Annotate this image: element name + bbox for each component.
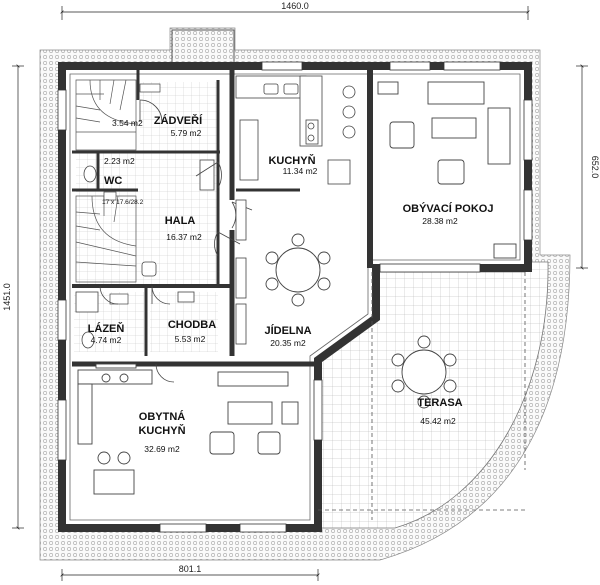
room-name-kuchyn: KUCHYŇ bbox=[268, 154, 315, 167]
dining-table bbox=[265, 233, 331, 307]
room-area-jidelna: 20.35 m2 bbox=[270, 338, 306, 348]
dimension-lines bbox=[12, 6, 588, 581]
living-kitchen-furniture bbox=[77, 363, 299, 495]
partition-columns bbox=[235, 199, 247, 345]
dimension-right: 652.0 bbox=[590, 156, 600, 179]
room-area-wc: 2.23 m2 bbox=[104, 156, 135, 166]
room-name-terasa: TERASA bbox=[417, 397, 462, 409]
room-name-lazen: LÁZEŇ bbox=[88, 322, 125, 335]
room-area-terasa: 45.42 m2 bbox=[420, 416, 456, 426]
bath-toilet bbox=[81, 331, 95, 349]
wc-basin bbox=[103, 191, 117, 201]
room-area-stair: 3.54 m2 bbox=[112, 118, 143, 128]
room-name-obytna-line2: KUCHYŇ bbox=[138, 424, 185, 437]
terrace-table bbox=[391, 335, 457, 409]
terrace-overhang-lines bbox=[318, 272, 526, 520]
room-name-chodba: CHODBA bbox=[168, 319, 216, 331]
room-area-zadveri: 5.79 m2 bbox=[171, 128, 202, 138]
windows bbox=[57, 61, 533, 533]
room-name-obytna-line1: OBYTNÁ bbox=[139, 410, 186, 423]
kitchen-bar-stools bbox=[342, 85, 356, 139]
kitchen-counters bbox=[235, 75, 351, 185]
doors bbox=[99, 99, 253, 383]
zadveri-tiles bbox=[140, 82, 218, 152]
zadveri-cabinet bbox=[139, 83, 161, 93]
chimney bbox=[171, 29, 235, 69]
dimension-bottom: 801.1 bbox=[179, 564, 202, 574]
room-name-obyvaci: OBÝVACÍ POKOJ bbox=[403, 202, 494, 215]
room-name-zadveri: ZÁDVEŘÍ bbox=[154, 114, 203, 127]
hall-cabinet bbox=[199, 159, 215, 191]
room-name-jidelna: JÍDELNA bbox=[264, 324, 311, 337]
room-area-kuchyn: 11.34 m2 bbox=[283, 166, 318, 176]
living-room-furniture bbox=[377, 81, 517, 259]
room-area-chodba: 5.53 m2 bbox=[175, 334, 206, 344]
dimension-top: 1460.0 bbox=[281, 1, 309, 11]
room-name-hala: HALA bbox=[165, 215, 196, 227]
wc-toilet bbox=[83, 165, 97, 183]
dimension-left: 1451.0 bbox=[2, 283, 12, 311]
room-area-obytna: 32.69 m2 bbox=[144, 444, 180, 454]
hall-chair bbox=[141, 261, 157, 277]
staircase-upper bbox=[75, 79, 137, 151]
corridor-chair bbox=[177, 291, 195, 303]
bath-shower bbox=[75, 291, 99, 313]
wc-tiles bbox=[100, 158, 136, 188]
room-name-wc: WC bbox=[104, 175, 122, 187]
room-area-obyvaci: 28.38 m2 bbox=[422, 216, 458, 226]
stair-note: 17 x 17.6/28.2 bbox=[102, 199, 144, 206]
bath-basin bbox=[109, 293, 129, 305]
room-area-hala: 16.37 m2 bbox=[166, 232, 202, 242]
exterior-wall-inner-line bbox=[69, 73, 521, 521]
room-area-lazen: 4.74 m2 bbox=[91, 335, 122, 345]
